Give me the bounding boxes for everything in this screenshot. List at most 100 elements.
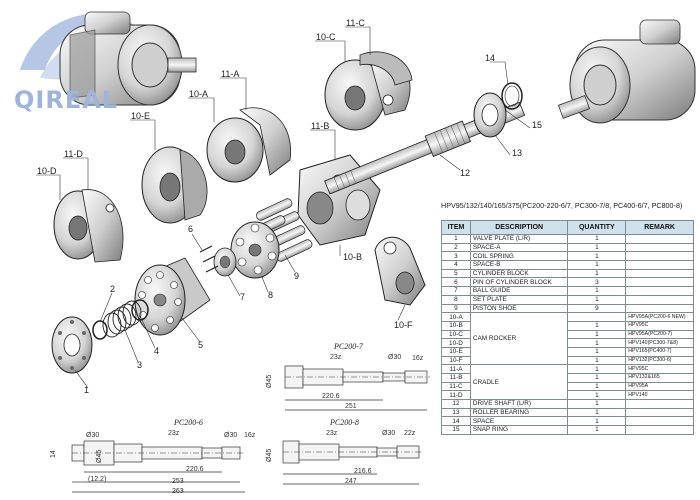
part-3-coil-spring: [102, 300, 142, 338]
cell-qty: 1: [567, 338, 627, 348]
cell-qty: 1: [567, 251, 627, 262]
brand-logo: QIREAL: [14, 86, 119, 114]
cell-remark: HPV95C: [625, 364, 694, 374]
cell-remark: HPV95A: [625, 381, 694, 392]
cell-qty: 9: [567, 303, 627, 314]
dim-pc200-8-len2: 247: [345, 478, 357, 485]
dim-pc200-8-spl1: 23z: [326, 430, 338, 437]
cell-remark: HPV165(PC400-7): [625, 346, 694, 357]
cell-qty: 1: [567, 425, 627, 435]
dim-pc200-6-dia30a: Ø30: [86, 432, 100, 439]
cell-remark: [625, 407, 694, 418]
callout-1: 1: [84, 385, 90, 395]
cell-qty: 1: [567, 364, 627, 374]
callout-5: 5: [198, 340, 204, 350]
part-2-spacer-a: [92, 320, 108, 340]
cell-remark: HPV95C: [625, 320, 694, 331]
dim-pc200-6-dia30b: Ø30: [224, 432, 238, 439]
dim-pc200-6-dia45: Ø45: [96, 449, 103, 463]
part-10-e: [141, 146, 208, 224]
cell-remark: [625, 399, 694, 409]
part-11-a-10-a: [206, 107, 292, 183]
cell-item: 1: [441, 234, 471, 244]
callout-3: 3: [137, 360, 143, 370]
shaft-label-pc200-7: PC200-7: [334, 342, 363, 351]
callout-4: 4: [154, 346, 160, 356]
header-item: ITEM: [441, 220, 471, 235]
callout-10-e: 10-E: [131, 111, 151, 121]
cell-desc: ROLLER BEARING: [469, 407, 569, 418]
dim-pc200-6-w14: 14: [50, 450, 57, 458]
cell-qty: 1: [567, 234, 627, 244]
dim-pc200-7-len2: 251: [345, 403, 357, 410]
callout-14: 14: [485, 53, 496, 63]
callout-leader-lines: [36, 26, 531, 389]
cell-remark: [625, 268, 694, 279]
cell-desc-cradle: CRADLE: [469, 364, 569, 401]
callout-7: 7: [240, 292, 246, 302]
cell-desc-cam-rocker: CAM ROCKER: [469, 312, 569, 366]
dim-pc200-6-len1: 220.6: [186, 466, 204, 473]
cell-item: 9: [441, 303, 471, 314]
cell-item: 13: [441, 407, 471, 418]
dim-pc200-7-spl2: 16z: [412, 355, 424, 362]
cell-remark: [625, 242, 694, 253]
callout-11-b: 11-B: [311, 121, 330, 131]
cell-remark: [625, 277, 694, 288]
cell-desc: SPACE: [469, 416, 569, 427]
cell-item: 2: [441, 242, 471, 253]
callout-11-c: 11-C: [346, 18, 365, 28]
cell-item: 3: [441, 251, 471, 262]
part-12-drive-shaft: [324, 101, 526, 195]
callout-10-d: 10-D: [37, 166, 57, 176]
cell-remark: [625, 286, 694, 296]
callout-10-a: 10-A: [189, 89, 209, 99]
cell-remark: HPV132&165: [625, 373, 694, 383]
cell-desc: PIN OF CYLINDER BLOCK: [469, 277, 569, 288]
callout-10-b: 10-B: [343, 252, 363, 262]
cell-item: 6: [441, 277, 471, 288]
cell-remark: HPV140: [625, 390, 694, 401]
cell-qty: 1: [567, 286, 627, 296]
cell-qty: 1: [567, 416, 627, 427]
dim-pc200-7-dia30: Ø30: [388, 354, 402, 361]
cell-desc: DRIVE SHAFT (L/R): [469, 399, 569, 409]
header-quantity: QUANTITY: [567, 220, 627, 235]
cell-item: 10-C: [441, 329, 471, 340]
cell-remark: HPV95A(PC200-7): [625, 329, 694, 340]
part-10-f: [374, 236, 426, 306]
callout-2: 2: [110, 284, 116, 294]
shaft-drawing-pc200-6: [71, 440, 245, 493]
part-5-cylinder-block: [134, 257, 211, 336]
cell-qty: 1: [567, 381, 627, 392]
cell-item: 11-D: [441, 390, 471, 401]
part-11-d-10-d: [53, 189, 124, 263]
callout-11-a: 11-A: [221, 69, 240, 79]
cell-qty: 3: [567, 277, 627, 288]
cell-qty: 1: [567, 329, 627, 340]
callout-8: 8: [268, 290, 274, 300]
dim-pc200-6-len2: (12.2): [88, 476, 107, 483]
cell-item: 7: [441, 286, 471, 296]
cell-item: 4: [441, 260, 471, 270]
cell-remark: [625, 251, 694, 262]
assembled-pump-right: [557, 19, 696, 124]
cell-remark: [625, 425, 694, 435]
cell-remark: HPV132(PC300-6): [625, 355, 694, 366]
part-13-14-15: [473, 82, 523, 138]
cell-qty: 1: [567, 399, 627, 409]
cell-desc: COIL SPRING: [469, 251, 569, 262]
cell-qty: 1: [567, 346, 627, 357]
cell-desc: PISTON SHOE: [469, 303, 569, 314]
dim-pc200-7-dia45: Ø45: [266, 374, 273, 388]
dim-pc200-6-spl2: 16z: [244, 432, 256, 439]
cell-item: 10-A: [441, 312, 471, 322]
